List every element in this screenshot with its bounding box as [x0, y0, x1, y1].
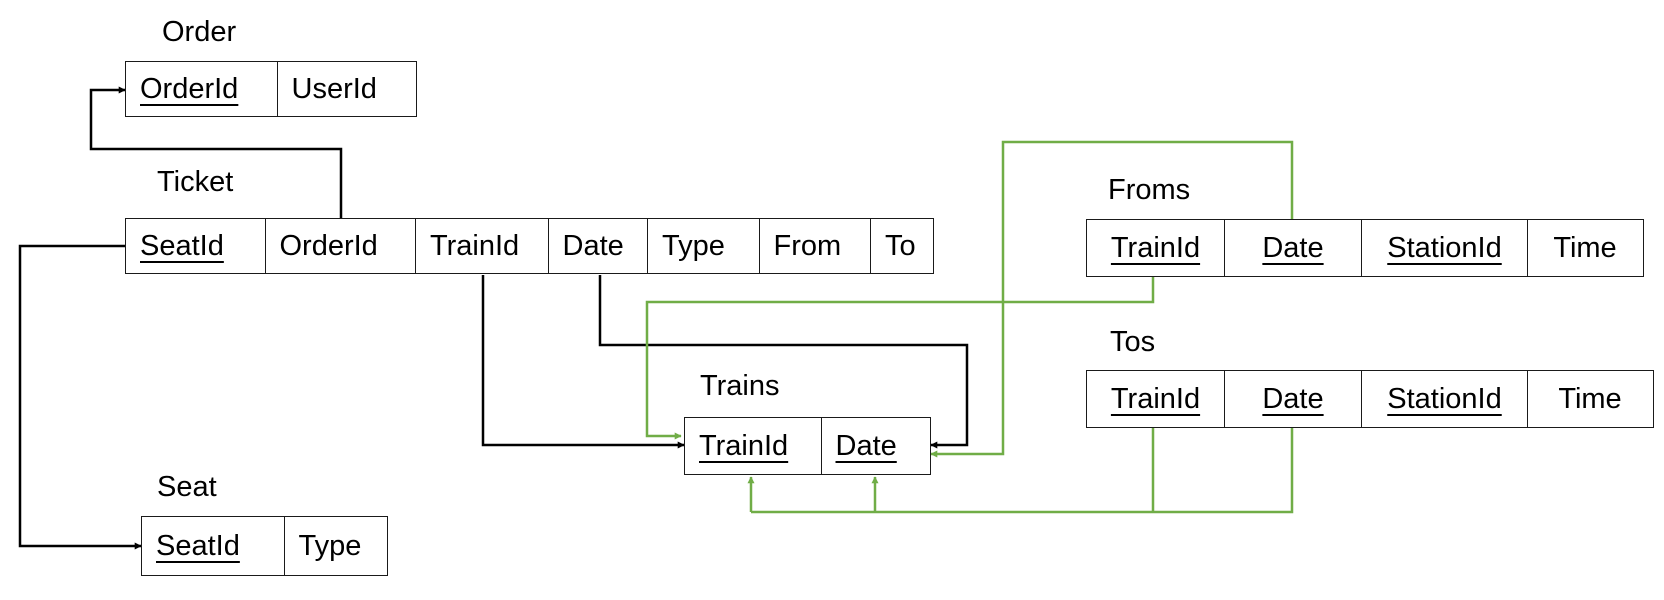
ticket-table-title: Ticket [157, 166, 234, 198]
ticket-col-trainid: TrainId [415, 218, 549, 274]
trains-col-date: Date [820, 417, 931, 475]
seat-table: SeatId Type [141, 516, 388, 576]
tos-col-time: Time [1526, 370, 1654, 428]
froms-col-date: Date [1223, 219, 1363, 277]
froms-col-trainid: TrainId [1086, 219, 1225, 277]
ticket-col-seatid: SeatId [125, 218, 266, 274]
order-table: OrderId UserId [125, 61, 417, 117]
tos-col-trainid: TrainId [1086, 370, 1225, 428]
seat-col-seatid: SeatId [141, 516, 285, 576]
tos-table-title: Tos [1110, 326, 1156, 358]
tos-col-stationid: StationId [1361, 370, 1528, 428]
froms-table-title: Froms [1108, 174, 1191, 206]
ticket-col-type: Type [647, 218, 760, 274]
link-froms-trainid-to-trains [645, 276, 1155, 440]
ticket-col-date: Date [547, 218, 649, 274]
link-ticket-seatid-to-seat [18, 244, 142, 550]
froms-table: TrainId Date StationId Time [1086, 219, 1644, 277]
seat-col-type: Type [283, 516, 388, 576]
order-col-orderid: OrderId [125, 61, 278, 117]
order-table-title: Order [162, 16, 237, 48]
trains-col-trainid: TrainId [684, 417, 822, 475]
froms-col-stationid: StationId [1361, 219, 1528, 277]
link-ticket-trainid-to-trains [481, 275, 685, 449]
tos-col-date: Date [1223, 370, 1363, 428]
trains-table-title: Trains [700, 370, 780, 402]
froms-col-time: Time [1526, 219, 1644, 277]
link-froms-date-to-trains [930, 140, 1294, 458]
order-col-userid: UserId [276, 61, 417, 117]
seat-table-title: Seat [157, 471, 217, 503]
ticket-table: SeatId OrderId TrainId Date Type From To [125, 218, 934, 274]
link-ticket-orderid-to-order [89, 86, 343, 218]
tos-table: TrainId Date StationId Time [1086, 370, 1654, 428]
trains-table: TrainId Date [684, 417, 931, 475]
ticket-col-from: From [758, 218, 872, 274]
ticket-col-orderid: OrderId [264, 218, 417, 274]
link-tos-date-bus [751, 428, 1294, 514]
ticket-col-to: To [870, 218, 934, 274]
link-ticket-date-to-trains [598, 275, 969, 449]
